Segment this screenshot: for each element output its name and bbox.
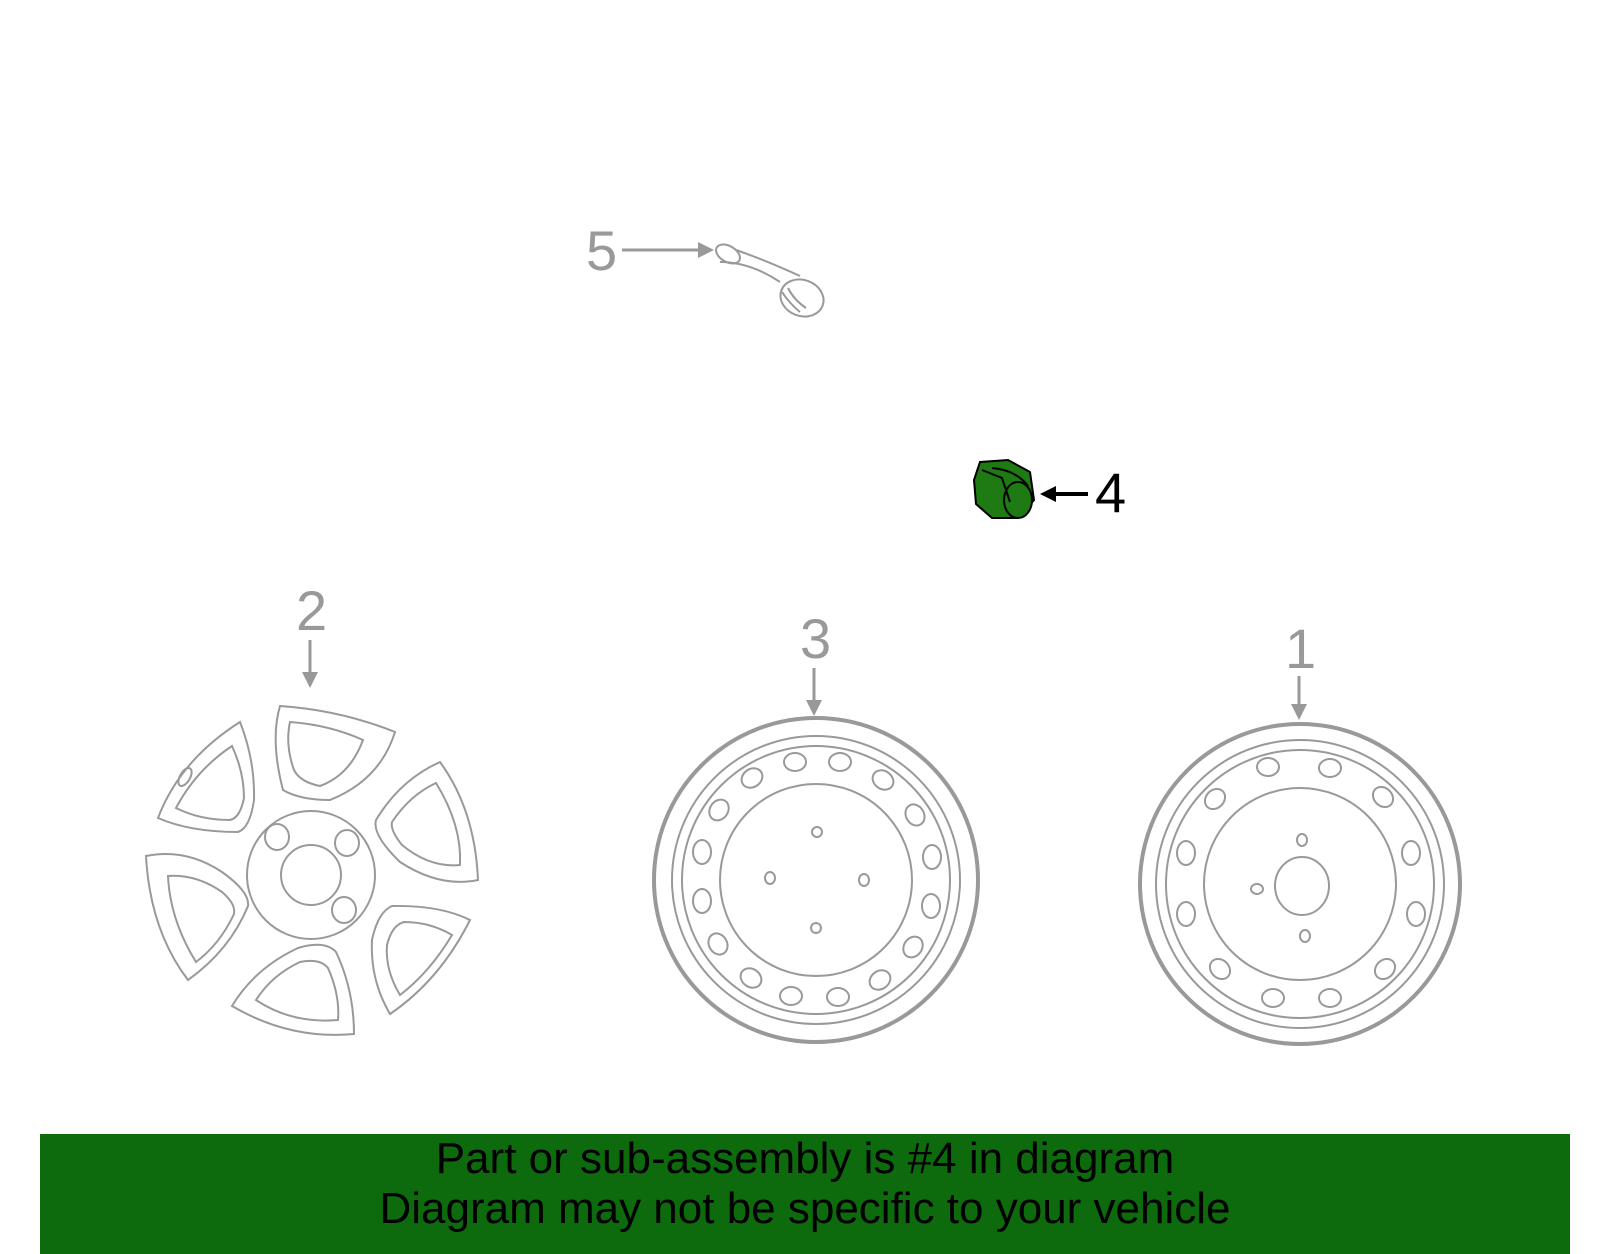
callout-4-arrowhead xyxy=(1040,486,1056,502)
banner-line-1: Part or sub-assembly is #4 in diagram xyxy=(435,1134,1175,1183)
part-4-lug-nut[interactable]: 4 xyxy=(972,458,1126,524)
callout-5-arrowhead xyxy=(698,242,714,258)
info-banner: Part or sub-assembly is #4 in diagram Di… xyxy=(40,1134,1570,1254)
callout-4: 4 xyxy=(1095,461,1126,524)
callout-5: 5 xyxy=(586,219,617,282)
callout-1-arrowhead xyxy=(1291,704,1307,720)
part-1-steel-wheel[interactable]: 1 xyxy=(1138,617,1462,1046)
part-5-valve-stem[interactable]: 5 xyxy=(586,219,829,322)
callout-3-arrowhead xyxy=(806,700,822,716)
callout-1: 1 xyxy=(1285,617,1316,680)
part-3-steel-wheel[interactable]: 3 xyxy=(652,607,980,1044)
part-2-wheel-cover[interactable]: 2 xyxy=(144,579,480,1036)
callout-2: 2 xyxy=(296,579,327,642)
banner-line-2: Diagram may not be specific to your vehi… xyxy=(379,1184,1231,1233)
callout-2-arrowhead xyxy=(302,672,318,688)
callout-3: 3 xyxy=(800,607,831,670)
